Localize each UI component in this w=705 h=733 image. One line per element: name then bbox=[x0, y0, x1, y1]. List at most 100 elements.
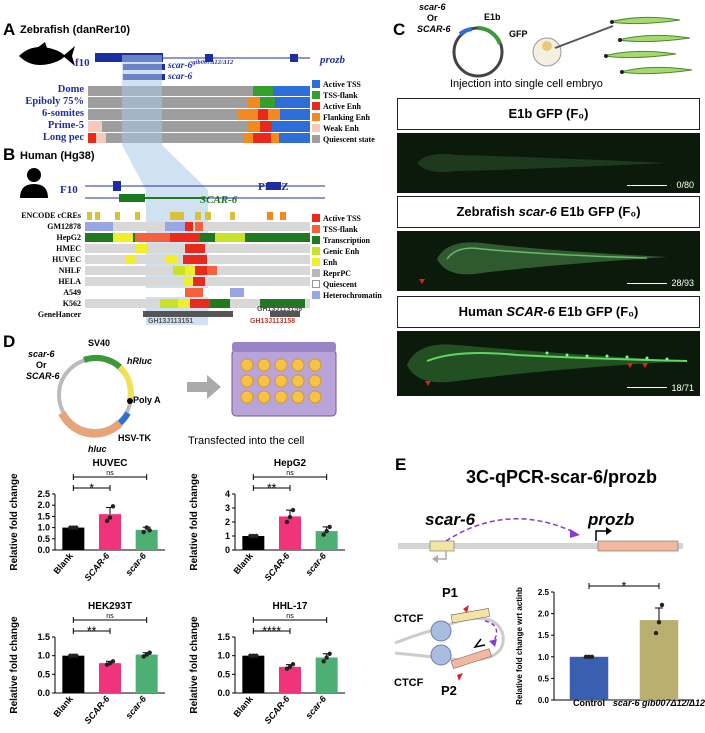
row-title-control: E1b GFP (F₀) bbox=[397, 98, 700, 130]
legend-item: Weak Enh bbox=[312, 124, 359, 133]
3c-locus-diagram bbox=[398, 518, 683, 563]
data-point bbox=[74, 653, 79, 658]
category-label: SCAR-6 bbox=[262, 550, 292, 583]
bar bbox=[62, 655, 85, 693]
category-label: SCAR-6 bbox=[82, 693, 112, 726]
significance-label: * bbox=[622, 579, 627, 593]
y-tick-label: 0 bbox=[225, 545, 230, 555]
data-point bbox=[327, 524, 332, 530]
significance-label: ns bbox=[286, 470, 294, 477]
bar bbox=[135, 654, 158, 693]
polya-label: Poly A bbox=[133, 395, 161, 405]
legend-item-label: Quiescent state bbox=[323, 135, 375, 144]
injection-caption: Injection into single cell embryo bbox=[450, 78, 603, 90]
category-label: Blank bbox=[51, 550, 75, 576]
stage-label: 6-somites bbox=[42, 108, 84, 119]
legend-item-label: Genic Enh bbox=[323, 247, 360, 256]
y-tick-label: 2 bbox=[225, 517, 230, 527]
category-label: scar-6 bbox=[123, 693, 148, 721]
legend-item-label: TSS-flank bbox=[323, 91, 358, 100]
track-label: HUVEC bbox=[52, 255, 81, 264]
legend-item: Quiescent state bbox=[312, 135, 375, 144]
luciferase-plasmid bbox=[57, 354, 134, 438]
plasmid-or-label: Or bbox=[36, 360, 47, 370]
p2-label: P2 bbox=[441, 683, 457, 698]
data-point bbox=[321, 659, 326, 664]
y-tick-label: 3 bbox=[225, 503, 230, 513]
significance-label: ** bbox=[87, 624, 97, 638]
panel-a-label: A bbox=[3, 20, 16, 39]
significance-label: ns bbox=[286, 613, 294, 620]
embryo-count: 28/93 bbox=[671, 278, 694, 288]
gene-prozb-label: prozb bbox=[320, 54, 346, 66]
data-point bbox=[659, 602, 665, 608]
hluc-label: hluc bbox=[88, 444, 107, 454]
y-tick-label: 4 bbox=[225, 489, 230, 499]
data-point bbox=[107, 515, 113, 520]
y-axis-label: Relative fold change bbox=[189, 473, 200, 571]
track-label: GeneHancer bbox=[37, 310, 81, 319]
track-label: HepG2 bbox=[56, 233, 81, 242]
plasmid-insert-label: SCAR-6 bbox=[26, 371, 60, 381]
category-label: scar-6 bbox=[303, 693, 328, 721]
construct-or-label: Or bbox=[427, 13, 438, 23]
category-label: scar-6 gib007Δ12/Δ12 bbox=[613, 698, 705, 708]
data-point bbox=[324, 655, 329, 660]
data-point bbox=[656, 620, 662, 625]
data-point bbox=[254, 533, 259, 539]
chart-title: HUVEC bbox=[92, 458, 127, 469]
y-tick-label: 1.0 bbox=[538, 653, 550, 662]
y-tick-label: 1.0 bbox=[217, 651, 230, 661]
y-tick-label: 2.0 bbox=[37, 500, 50, 510]
hrluc-label: hRluc bbox=[127, 356, 153, 366]
data-point bbox=[144, 525, 149, 530]
y-tick-label: 0.0 bbox=[37, 545, 50, 555]
stage-label: Prime-5 bbox=[47, 120, 84, 131]
fish-image-human: 18/71 bbox=[397, 331, 700, 396]
legend-a: Active TSS TSS-flank Active Enh Flanking… bbox=[312, 80, 392, 144]
panel-e-title: 3C-qPCR-scar-6/prozb bbox=[466, 467, 658, 487]
category-label: scar-6 bbox=[123, 550, 148, 578]
fish-silhouette-icon bbox=[19, 42, 75, 66]
y-tick-label: 0.5 bbox=[37, 669, 50, 679]
data-point bbox=[254, 653, 259, 658]
stage-label: Long pec bbox=[42, 132, 84, 143]
category-label: scar-6 bbox=[303, 550, 328, 578]
data-point bbox=[327, 651, 332, 656]
data-point bbox=[110, 504, 116, 509]
legend-item-label: Heterochromatin bbox=[323, 291, 382, 300]
data-point bbox=[284, 519, 290, 525]
legend-item-label: Weak Enh bbox=[323, 124, 359, 133]
panel-d-label: D bbox=[3, 332, 16, 351]
y-axis-label: Relative fold change bbox=[9, 616, 20, 714]
scar6-label-a: scar-6 bbox=[168, 72, 193, 82]
legend-item-label: Enh bbox=[323, 258, 338, 267]
category-label: Blank bbox=[51, 693, 75, 719]
data-point bbox=[290, 507, 296, 513]
human-gene-tracks bbox=[85, 181, 325, 202]
plasmid-insert-label: scar-6 bbox=[28, 349, 55, 359]
track-label: A549 bbox=[63, 288, 81, 297]
legend-item-label: Flanking Enh bbox=[323, 113, 370, 122]
scar6-mutant-name: scar-6 bbox=[168, 61, 193, 72]
scar6-locus-label: scar-6 bbox=[425, 510, 476, 529]
chart-title: HHL-17 bbox=[272, 601, 307, 612]
scar6-mutant-allele: gib007Δ12/Δ12 bbox=[192, 59, 234, 66]
y-tick-label: 1.5 bbox=[37, 632, 50, 642]
significance-label: ns bbox=[106, 470, 114, 477]
track-label: HMEC bbox=[56, 244, 81, 253]
row-title-zebrafish: Zebrafish scar-6 E1b GFP (F₀) bbox=[397, 196, 700, 228]
chart-title: HEK293T bbox=[88, 601, 132, 612]
bar bbox=[99, 663, 121, 693]
bar bbox=[639, 620, 679, 700]
panel-a-title: Zebrafish (danRer10) bbox=[20, 24, 131, 36]
bar bbox=[99, 514, 121, 550]
row-title-text: E1b GFP (F₀) bbox=[554, 304, 639, 319]
row-title-italic: SCAR-6 bbox=[506, 304, 555, 319]
legend-item: TSS-flank bbox=[312, 91, 358, 100]
y-axis-label: Relative fold change wrt actinb bbox=[515, 587, 524, 705]
gene-f10-label: f10 bbox=[75, 57, 90, 69]
legend-item: Active Enh bbox=[312, 102, 361, 111]
legend-item: Flanking Enh bbox=[312, 113, 370, 122]
